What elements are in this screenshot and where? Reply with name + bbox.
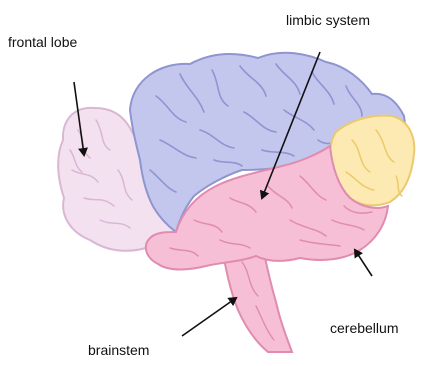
cerebellum-arrow: [355, 250, 372, 276]
brainstem-arrow: [182, 298, 236, 336]
limbic-system-label: limbic system: [286, 12, 370, 28]
cerebellum-label: cerebellum: [330, 320, 398, 336]
brainstem-label: brainstem: [88, 342, 149, 358]
frontal-lobe-label: frontal lobe: [8, 34, 77, 50]
